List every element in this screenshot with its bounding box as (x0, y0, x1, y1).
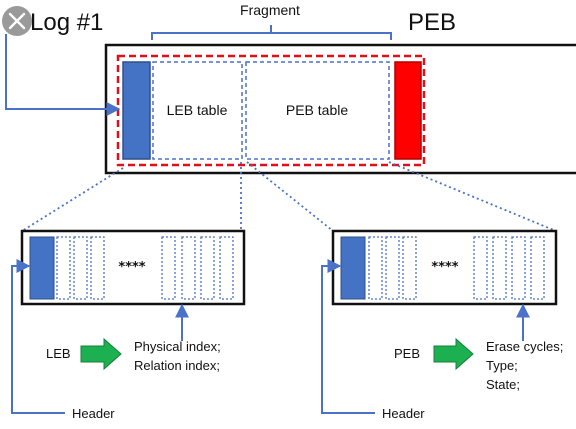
peb-ellipsis: **** (431, 260, 458, 275)
green-right-arrow-icon (80, 337, 122, 371)
leb-ellipsis: **** (118, 260, 145, 275)
green-right-arrow-icon (433, 337, 474, 371)
log-entry-arrow (5, 34, 121, 116)
peb-value-type: Type; (486, 358, 518, 373)
log-title: Log #1 (30, 9, 103, 36)
close-icon[interactable] (2, 6, 32, 36)
peb-entries (368, 236, 545, 300)
peb-table-cell (245, 61, 390, 160)
peb-value-state: State; (486, 377, 520, 392)
leb-entries (56, 236, 234, 300)
peb-header-label: Header (382, 406, 425, 421)
fragment-header-cell (122, 61, 151, 160)
zoom-lines (21, 161, 557, 232)
fragment-end-cell (394, 61, 422, 160)
leb-table-cell (152, 61, 243, 160)
leb-table-header (29, 236, 55, 300)
leb-value-relation: Relation index; (134, 358, 220, 373)
fragment-bracket (151, 25, 392, 40)
fragment-label: Fragment (240, 2, 300, 18)
peb-label: PEB (408, 9, 456, 36)
leb-header-arrow (11, 259, 65, 414)
peb-key-label: PEB (394, 346, 420, 361)
peb-table-header (340, 236, 366, 300)
leb-value-physical: Physical index; (134, 339, 221, 354)
leb-table-label: LEB table (167, 102, 228, 118)
leb-header-label: Header (72, 406, 115, 421)
leb-key-label: LEB (46, 346, 71, 361)
peb-header-arrow (321, 259, 375, 414)
peb-value-erase: Erase cycles; (486, 339, 563, 354)
peb-table-label: PEB table (286, 102, 348, 118)
